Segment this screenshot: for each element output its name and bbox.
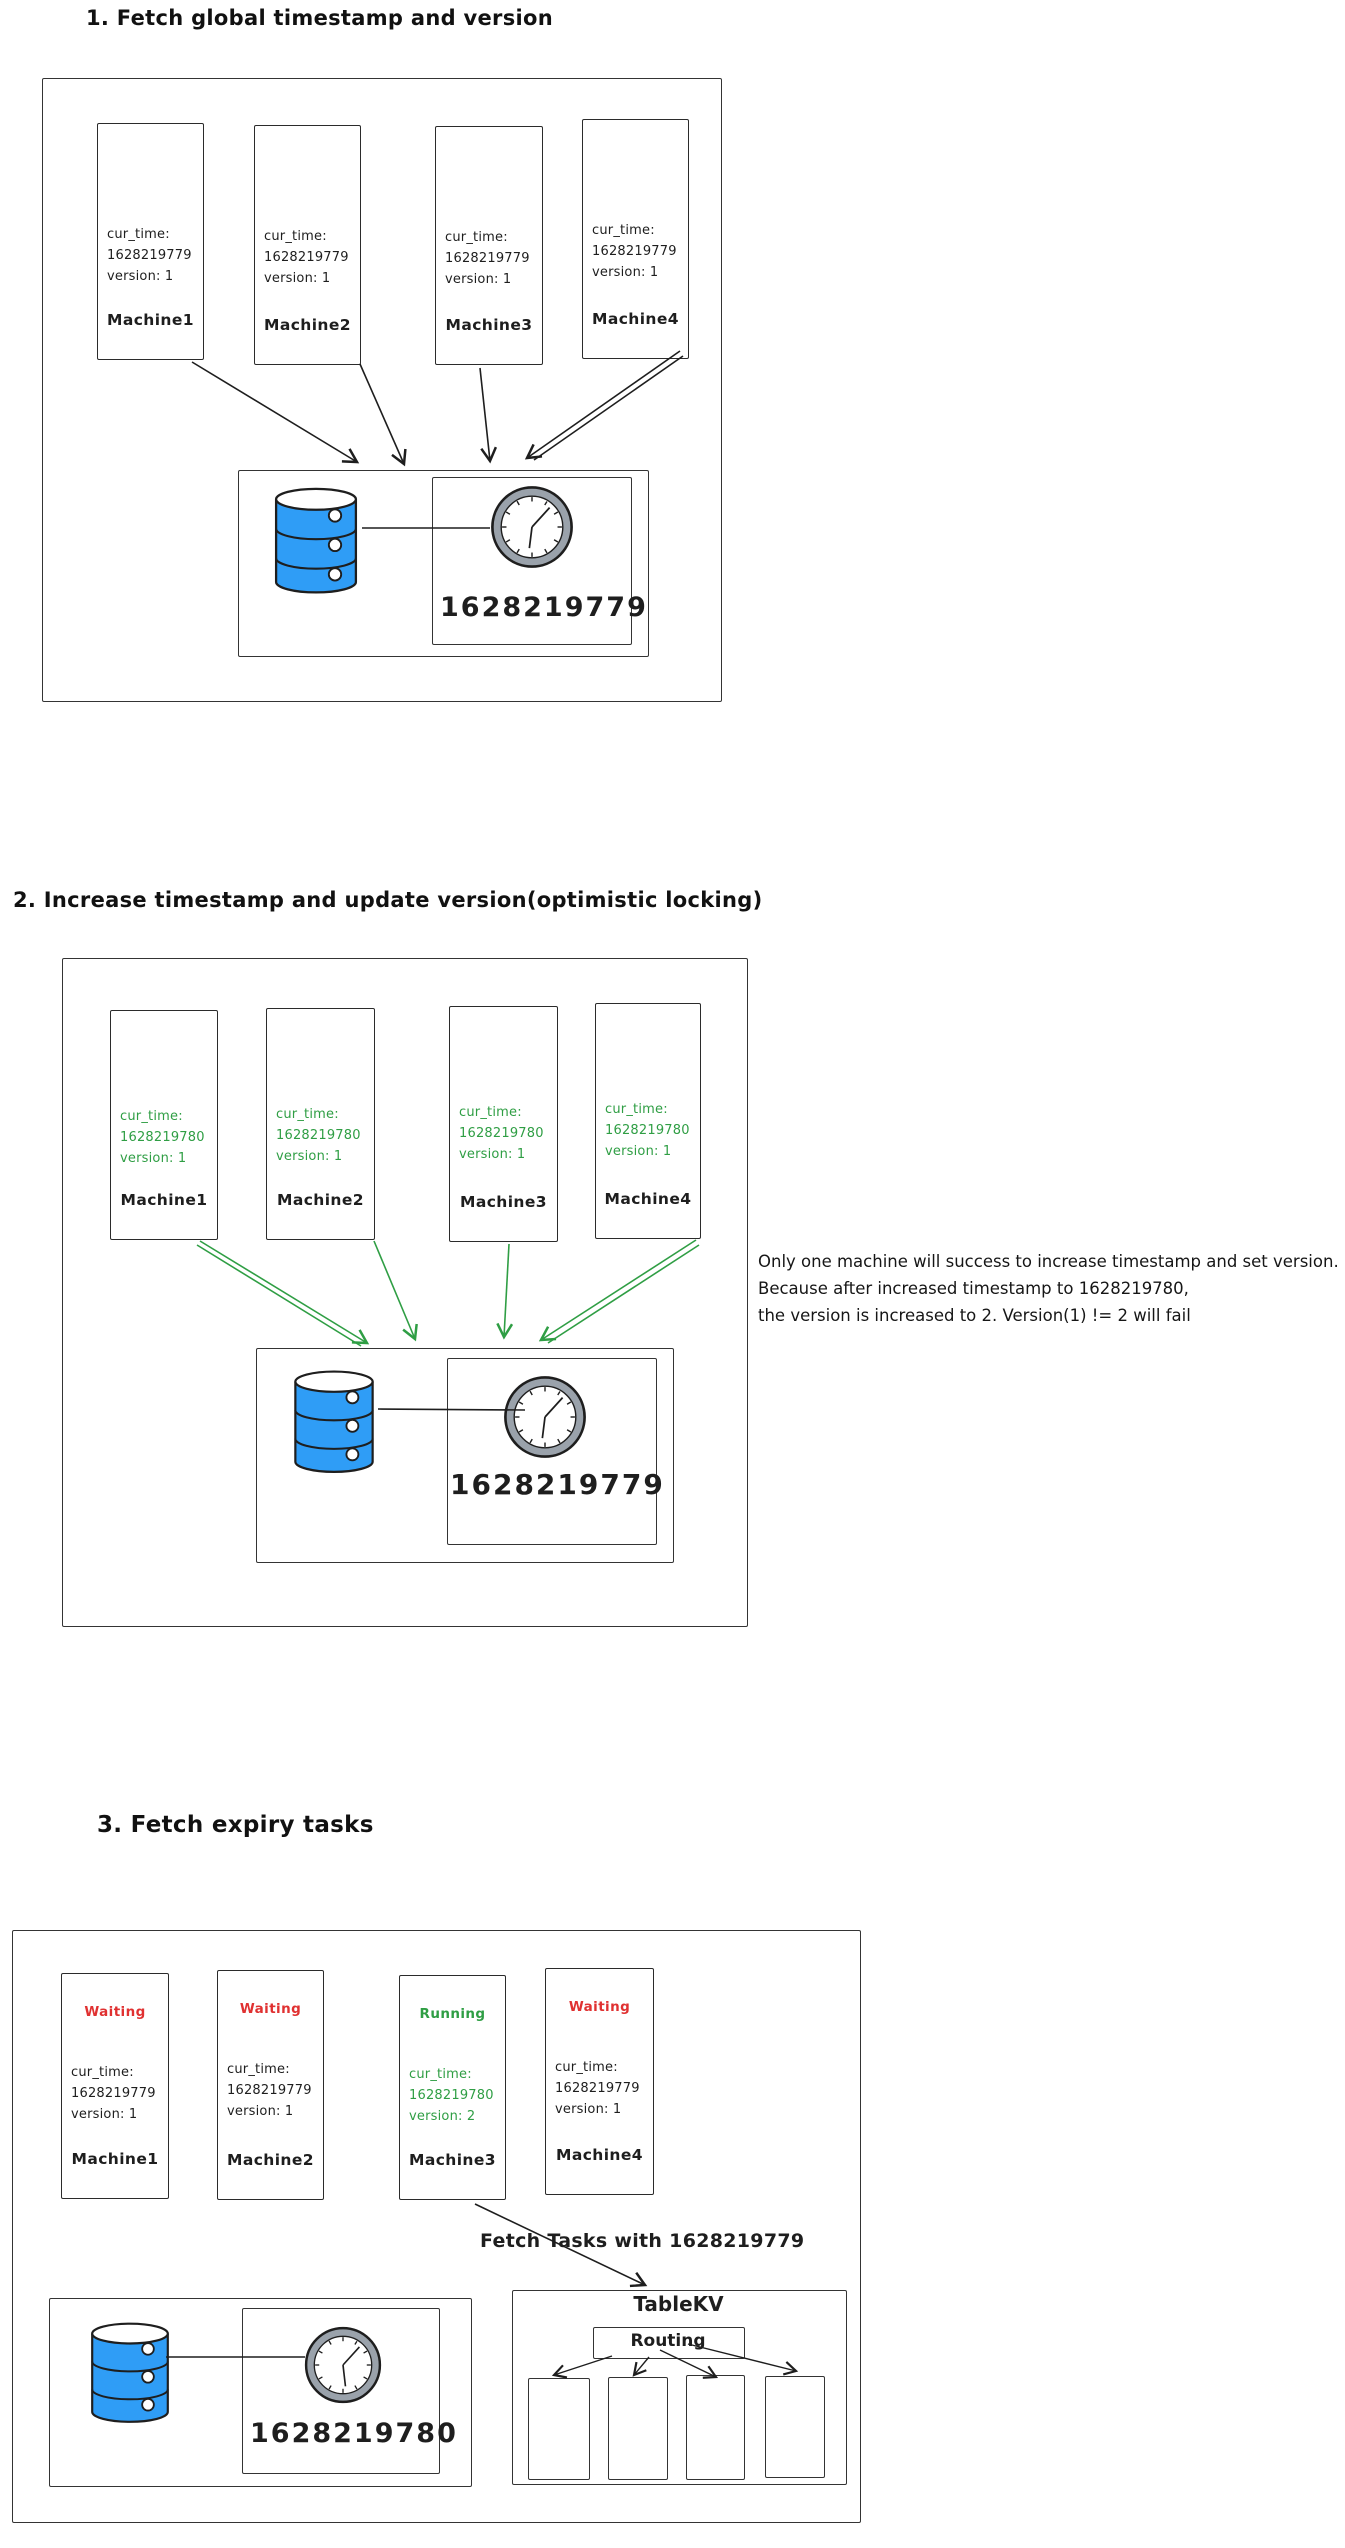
timestamp-value: 1628219779 — [450, 1468, 665, 1501]
timestamp-value: 1628219780 — [250, 2418, 458, 2449]
machine-status: Running — [419, 2006, 486, 2022]
timestamp-value: 1628219779 — [440, 592, 648, 623]
machine-name: Machine1 — [107, 311, 194, 329]
note-line: Because after increased timestamp to 162… — [758, 1279, 1189, 1298]
machine-name: Machine2 — [227, 2151, 314, 2169]
machine-name: Machine1 — [120, 1191, 208, 1209]
machine-name: Machine4 — [592, 310, 679, 328]
machine-name: Machine3 — [409, 2151, 496, 2169]
machine-name: Machine4 — [604, 1190, 692, 1208]
shard-box — [528, 2378, 590, 2480]
machine-name: Machine2 — [264, 316, 351, 334]
shard-box — [608, 2377, 668, 2480]
machine-status: Waiting — [239, 2001, 302, 2017]
tablekv-title: TableKV — [633, 2292, 724, 2316]
shard-box — [765, 2376, 825, 2478]
machine-status: Waiting — [84, 2004, 146, 2020]
machine-name: Machine3 — [445, 316, 533, 334]
machine-name: Machine4 — [556, 2146, 643, 2164]
database-icon — [91, 2322, 169, 2423]
fetch-tasks-label: Fetch Tasks with 1628219779 — [480, 2230, 805, 2252]
note-line: the version is increased to 2. Version(1… — [758, 1306, 1191, 1325]
clock-icon — [504, 1376, 586, 1458]
routing-label: Routing — [630, 2331, 706, 2351]
clock-icon — [304, 2326, 382, 2404]
database-icon — [294, 1370, 374, 1473]
machine-name: Machine2 — [277, 1191, 364, 1209]
shard-box — [686, 2375, 745, 2480]
clock-icon — [491, 486, 573, 568]
machine-status: Waiting — [568, 1999, 631, 2015]
section1-title: 1. Fetch global timestamp and version — [86, 6, 553, 30]
database-icon — [274, 487, 358, 594]
note-line: Only one machine will success to increas… — [758, 1252, 1339, 1271]
machine-name: Machine1 — [71, 2150, 159, 2168]
section2-note: Only one machine will success to increas… — [758, 1248, 1339, 1329]
machine-name: Machine3 — [460, 1193, 547, 1211]
section2-title: 2. Increase timestamp and update version… — [13, 888, 763, 912]
section3-title: 3. Fetch expiry tasks — [97, 1812, 374, 1838]
